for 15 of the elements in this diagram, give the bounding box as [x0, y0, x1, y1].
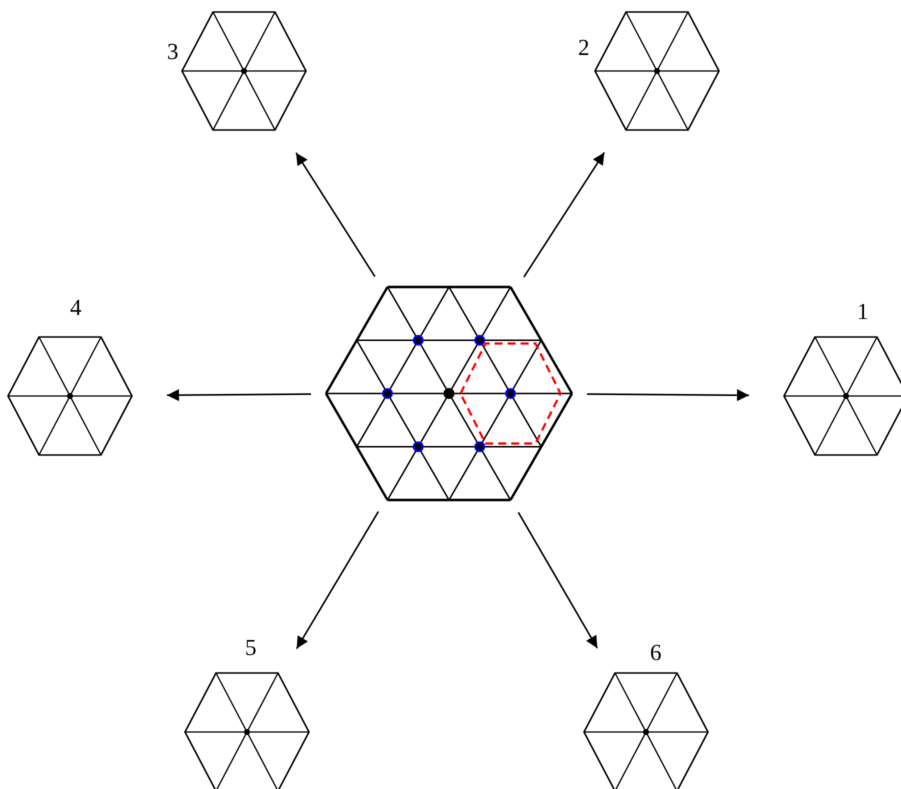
hexagon-number: 5 — [245, 636, 256, 659]
hexagon-number: 3 — [167, 40, 178, 63]
arrow — [166, 389, 312, 402]
hexagon-drawing — [165, 10, 308, 132]
hexagon-number: 2 — [578, 36, 590, 59]
hexagon-number: 1 — [857, 300, 868, 323]
arrow — [587, 389, 749, 402]
arrow — [295, 152, 376, 278]
hexagon-number: 4 — [70, 296, 82, 319]
hexagon-number: 6 — [650, 641, 662, 664]
arrow — [296, 511, 380, 650]
arrow — [518, 512, 598, 649]
hexagonal-lattice-drawing — [324, 284, 574, 502]
arrow — [523, 152, 606, 278]
hexagon-drawing — [576, 10, 721, 132]
